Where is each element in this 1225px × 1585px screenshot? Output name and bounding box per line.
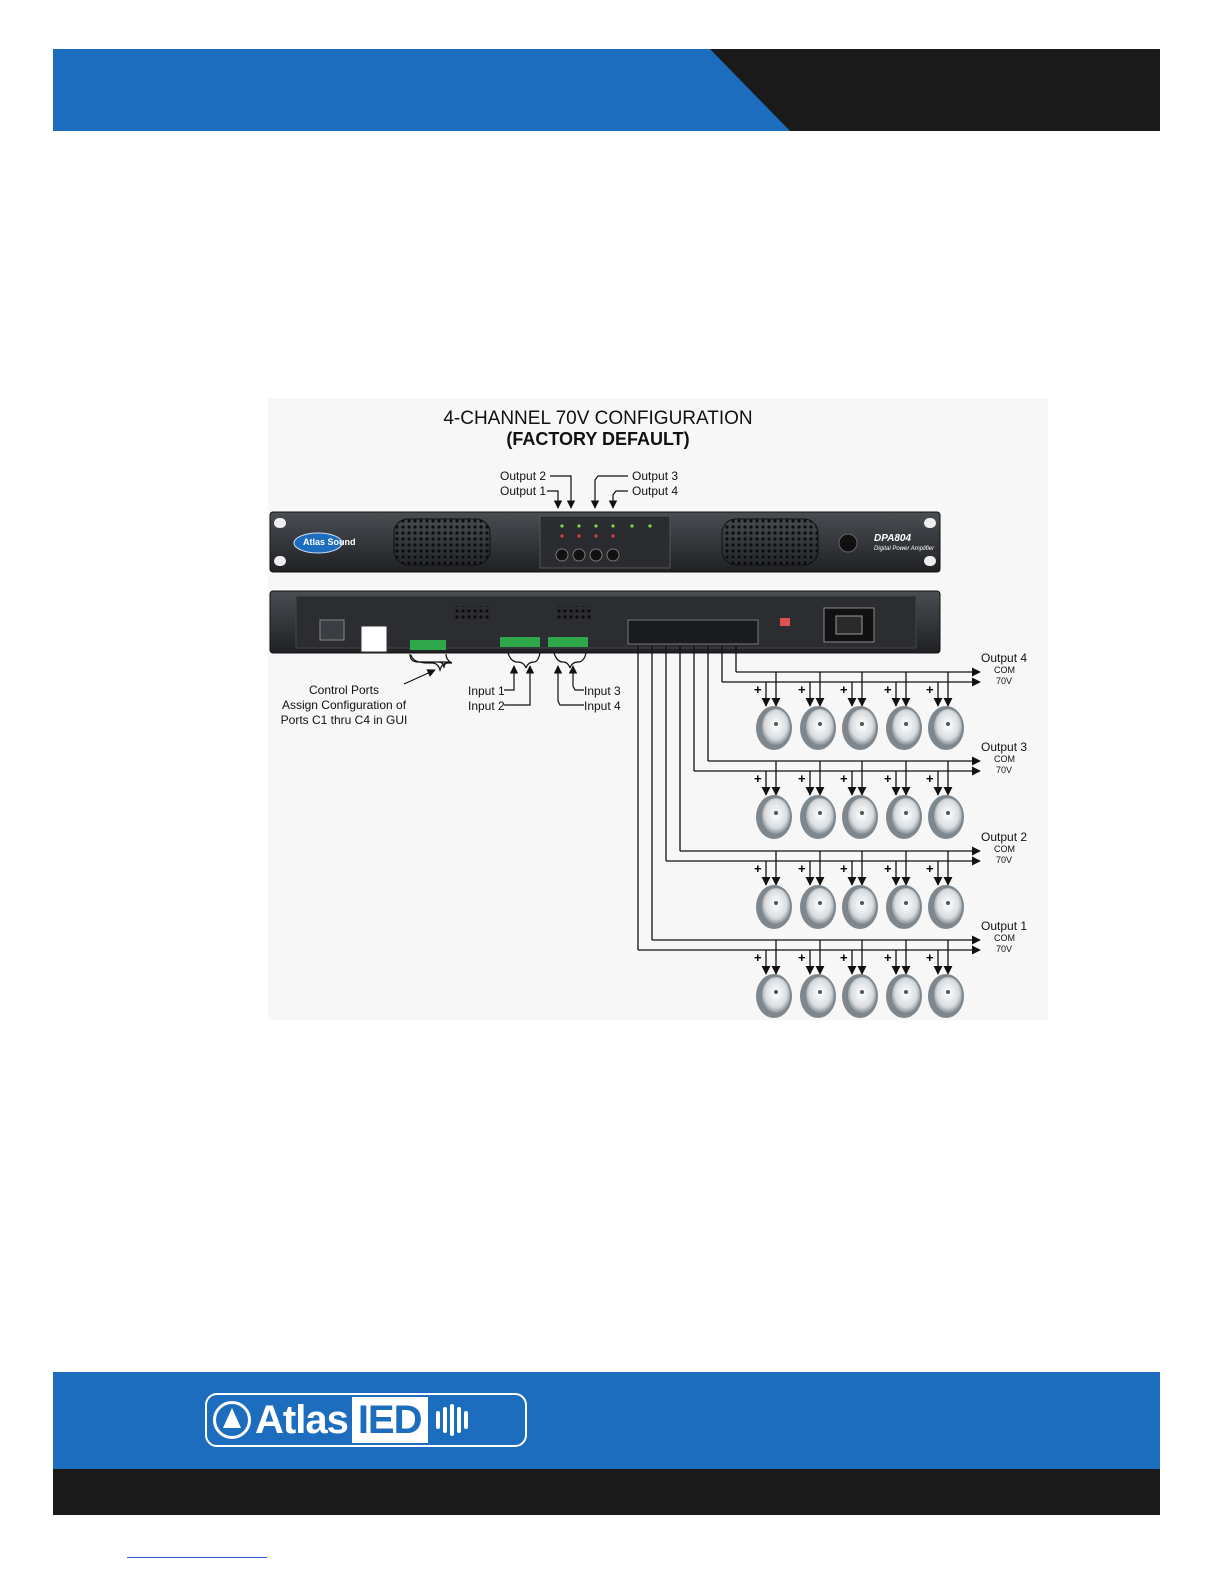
zone-label: Output 2: [981, 830, 1028, 844]
plus-terminal-label: +: [840, 950, 848, 965]
diagram-subtitle: (FACTORY DEFAULT): [506, 429, 690, 449]
plus-terminal-label: +: [884, 771, 892, 786]
ceiling-speaker-icon: [756, 885, 792, 929]
plus-terminal-label: +: [884, 950, 892, 965]
zone-70v-label: 70V: [996, 765, 1013, 775]
front-brand: Atlas Sound: [303, 537, 356, 547]
ceiling-speaker-icon: [800, 795, 836, 839]
atlasied-logo: Atlas IED: [205, 1393, 527, 1447]
plus-terminal-label: +: [840, 771, 848, 786]
front-model: DPA804: [874, 533, 912, 544]
control-label-line1: Control Ports: [308, 683, 380, 697]
logo-word: Atlas: [255, 1398, 349, 1442]
front-label-output1: Output 1: [500, 484, 547, 498]
ceiling-speaker-icon: [886, 885, 922, 929]
input-label-3: Input 3: [584, 684, 621, 698]
input-label-1: Input 1: [468, 684, 505, 698]
input-label-4: Input 4: [584, 699, 621, 713]
plus-terminal-label: +: [926, 950, 934, 965]
zone-label: Output 4: [981, 651, 1028, 665]
front-label-output4: Output 4: [632, 484, 679, 498]
plus-terminal-label: +: [798, 950, 806, 965]
ceiling-speaker-icon: [928, 974, 964, 1018]
ceiling-speaker-icon: [756, 974, 792, 1018]
ceiling-speaker-icon: [800, 885, 836, 929]
plus-terminal-label: +: [840, 682, 848, 697]
plus-terminal-label: +: [754, 861, 762, 876]
plus-terminal-label: +: [798, 861, 806, 876]
zone-label: Output 1: [981, 919, 1028, 933]
ceiling-speaker-icon: [842, 706, 878, 750]
ceiling-speaker-icon: [886, 706, 922, 750]
control-label-line2: Assign Configuration of: [281, 698, 407, 712]
output-wiring: + + + + + + + + + + + + + + + + + + + +: [637, 646, 981, 975]
plus-terminal-label: +: [926, 771, 934, 786]
ceiling-speaker-icon: [842, 885, 878, 929]
zone-70v-label: 70V: [996, 855, 1013, 865]
logo-ied: IED: [351, 1397, 428, 1443]
footer-dark-band: [53, 1469, 1160, 1515]
front-model-sub: Digital Power Amplifier: [874, 546, 935, 552]
zone-label: Output 3: [981, 740, 1028, 754]
control-label-line3: Ports C1 thru C4 in GUI: [280, 713, 408, 727]
plus-terminal-label: +: [884, 682, 892, 697]
ceiling-speaker-icon: [842, 795, 878, 839]
plus-terminal-label: +: [926, 861, 934, 876]
zone-com-label: COM: [994, 754, 1015, 764]
plus-terminal-label: +: [798, 682, 806, 697]
input-label-2: Input 2: [468, 699, 505, 713]
atlas-a-icon: [213, 1401, 251, 1439]
diagram-drawing: + + + + + + + + + + + + + + + + + + + +: [269, 475, 981, 1018]
plus-terminal-label: +: [926, 682, 934, 697]
input-callouts: [504, 652, 587, 706]
rear-panel: [269, 590, 941, 654]
sound-bars-icon: [435, 1404, 468, 1436]
zone-com-label: COM: [994, 844, 1015, 854]
zone-com-label: COM: [994, 665, 1015, 675]
zone-70v-label: 70V: [996, 676, 1013, 686]
ceiling-speaker-icon: [800, 974, 836, 1018]
ceiling-speaker-icon: [756, 706, 792, 750]
ceiling-speaker-icon: [886, 974, 922, 1018]
front-panel: [269, 511, 941, 573]
ceiling-speaker-icon: [928, 885, 964, 929]
ceiling-speaker-icon: [756, 795, 792, 839]
ceiling-speaker-icon: [842, 974, 878, 1018]
ceiling-speaker-icon: [800, 706, 836, 750]
ceiling-speaker-icon: [886, 795, 922, 839]
footer-link-underline[interactable]: [127, 1557, 267, 1558]
front-callout-lines: [547, 475, 628, 509]
plus-terminal-label: +: [884, 861, 892, 876]
zone-com-label: COM: [994, 933, 1015, 943]
ceiling-speaker-icon: [928, 706, 964, 750]
control-port-brace: [403, 653, 453, 685]
plus-terminal-label: +: [754, 950, 762, 965]
wiring-diagram: + + + + + + + + + + + + + + + + + + + + 4-CHANNEL 70V CONFI…: [268, 398, 1048, 1020]
plus-terminal-label: +: [798, 771, 806, 786]
plus-terminal-label: +: [754, 682, 762, 697]
diagram-title: 4-CHANNEL 70V CONFIGURATION: [443, 408, 753, 429]
speaker-array: [756, 706, 964, 1018]
plus-terminal-label: +: [754, 771, 762, 786]
header-blue-segment: [53, 49, 790, 131]
header-band: [53, 49, 1160, 131]
front-label-output3: Output 3: [632, 469, 679, 483]
front-label-output2: Output 2: [500, 469, 547, 483]
ceiling-speaker-icon: [928, 795, 964, 839]
plus-terminal-label: +: [840, 861, 848, 876]
zone-70v-label: 70V: [996, 944, 1013, 954]
